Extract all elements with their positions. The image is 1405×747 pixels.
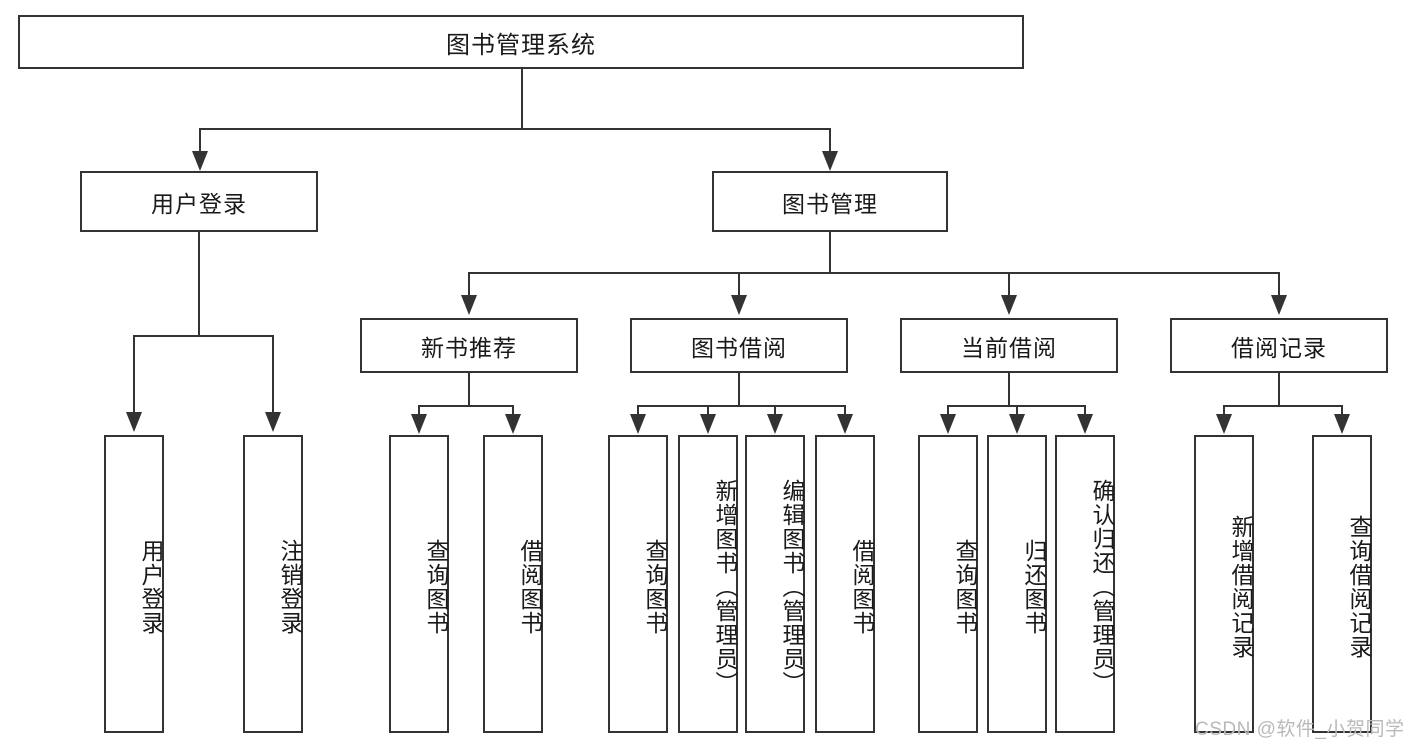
node-leaf-logout[interactable]: 注销登录: [243, 435, 303, 733]
arrow-br-to-leaf-2: [1334, 414, 1350, 434]
node-leaf-borrow-book-1[interactable]: 借阅图书: [483, 435, 543, 733]
connector-user-login-to-leaf-1: [133, 335, 135, 413]
node-leaf-query-record[interactable]: 查询借阅记录: [1312, 435, 1372, 733]
node-book-management-system[interactable]: 图书管理系统: [18, 15, 1024, 69]
node-leaf-confirm-return[interactable]: 确认归还（管理员）: [1055, 435, 1115, 733]
arrow-br-to-leaf-1: [1216, 414, 1232, 434]
connector-root-to-user-login: [199, 128, 201, 153]
node-leaf-edit-book[interactable]: 编辑图书（管理员）: [745, 435, 805, 733]
connector-root-to-book-management: [829, 128, 831, 153]
arrow-bm-to-borrow-record: [1271, 295, 1287, 315]
arrow-bm-to-current-borrow: [1001, 295, 1017, 315]
connector-borrow-record-stem: [1278, 373, 1280, 406]
arrow-root-to-user-login: [192, 151, 208, 171]
connector-br-to-leaf-2: [1341, 405, 1343, 415]
leaf-label: 新增图书（管理员）: [712, 479, 738, 695]
node-leaf-add-book[interactable]: 新增图书（管理员）: [678, 435, 738, 733]
connector-cb-to-leaf-1: [947, 405, 949, 415]
connector-bm-to-book-borrow: [738, 272, 740, 296]
leaf-label: 查询图书: [952, 539, 978, 635]
arrow-nb-to-leaf-1: [411, 414, 427, 434]
connector-bb-to-leaf-2: [707, 405, 709, 415]
node-leaf-query-book-2[interactable]: 查询图书: [608, 435, 668, 733]
arrow-cb-to-leaf-3: [1077, 414, 1093, 434]
connector-bm-to-borrow-record: [1278, 272, 1280, 296]
arrow-bm-to-book-borrow: [731, 295, 747, 315]
leaf-label: 借阅图书: [517, 539, 543, 635]
arrow-bb-to-leaf-1: [630, 414, 646, 434]
connector-user-login-to-leaf-2: [272, 335, 274, 413]
leaf-label: 编辑图书（管理员）: [779, 479, 805, 695]
connector-bm-to-current-borrow: [1008, 272, 1010, 296]
node-leaf-query-book-3[interactable]: 查询图书: [918, 435, 978, 733]
connector-cb-to-leaf-2: [1016, 405, 1018, 415]
leaf-label: 注销登录: [277, 539, 303, 635]
arrow-cb-to-leaf-1: [940, 414, 956, 434]
leaf-label: 查询图书: [423, 539, 449, 635]
watermark-text: CSDN @软件_小贺同学: [1195, 719, 1405, 740]
connector-user-login-stem: [198, 232, 200, 336]
node-leaf-return-book[interactable]: 归还图书: [987, 435, 1047, 733]
connector-root-bar: [199, 128, 831, 130]
node-user-login[interactable]: 用户登录: [80, 171, 318, 232]
leaf-label: 用户登录: [138, 539, 164, 635]
arrow-bb-to-leaf-4: [837, 414, 853, 434]
arrow-root-to-book-management: [822, 151, 838, 171]
leaf-label: 查询借阅记录: [1346, 515, 1372, 659]
connector-book-management-bar: [468, 272, 1280, 274]
arrow-user-login-to-leaf-2: [265, 412, 281, 432]
node-leaf-query-book-1[interactable]: 查询图书: [389, 435, 449, 733]
node-leaf-borrow-book-2[interactable]: 借阅图书: [815, 435, 875, 733]
connector-new-book-bar: [418, 405, 514, 407]
connector-bb-to-leaf-3: [774, 405, 776, 415]
leaf-label: 借阅图书: [849, 539, 875, 635]
leaf-label: 归还图书: [1021, 539, 1047, 635]
connector-cb-to-leaf-3: [1084, 405, 1086, 415]
arrow-cb-to-leaf-2: [1009, 414, 1025, 434]
connector-bb-to-leaf-4: [844, 405, 846, 415]
node-book-management[interactable]: 图书管理: [712, 171, 948, 232]
arrow-bb-to-leaf-2: [700, 414, 716, 434]
arrow-bb-to-leaf-3: [767, 414, 783, 434]
node-leaf-add-record[interactable]: 新增借阅记录: [1194, 435, 1254, 733]
node-book-borrow[interactable]: 图书借阅: [630, 318, 848, 373]
node-borrow-record[interactable]: 借阅记录: [1170, 318, 1388, 373]
connector-borrow-record-bar: [1223, 405, 1343, 407]
node-leaf-user-login[interactable]: 用户登录: [104, 435, 164, 733]
connector-br-to-leaf-1: [1223, 405, 1225, 415]
connector-bm-to-new-book: [468, 272, 470, 296]
connector-book-borrow-bar: [637, 405, 845, 407]
connector-new-book-stem: [468, 373, 470, 406]
arrow-user-login-to-leaf-1: [126, 412, 142, 432]
connector-book-management-stem: [829, 232, 831, 273]
node-current-borrow[interactable]: 当前借阅: [900, 318, 1118, 373]
connector-nb-to-leaf-2: [512, 405, 514, 415]
connector-nb-to-leaf-1: [418, 405, 420, 415]
leaf-label: 新增借阅记录: [1228, 515, 1254, 659]
connector-book-borrow-stem: [738, 373, 740, 406]
node-new-book-recommend[interactable]: 新书推荐: [360, 318, 578, 373]
connector-current-borrow-stem: [1008, 373, 1010, 406]
arrow-bm-to-new-book: [461, 295, 477, 315]
connector-bb-to-leaf-1: [637, 405, 639, 415]
leaf-label: 查询图书: [642, 539, 668, 635]
connector-root-stem: [521, 69, 523, 129]
connector-user-login-bar: [133, 335, 273, 337]
arrow-nb-to-leaf-2: [505, 414, 521, 434]
leaf-label: 确认归还（管理员）: [1089, 479, 1115, 695]
